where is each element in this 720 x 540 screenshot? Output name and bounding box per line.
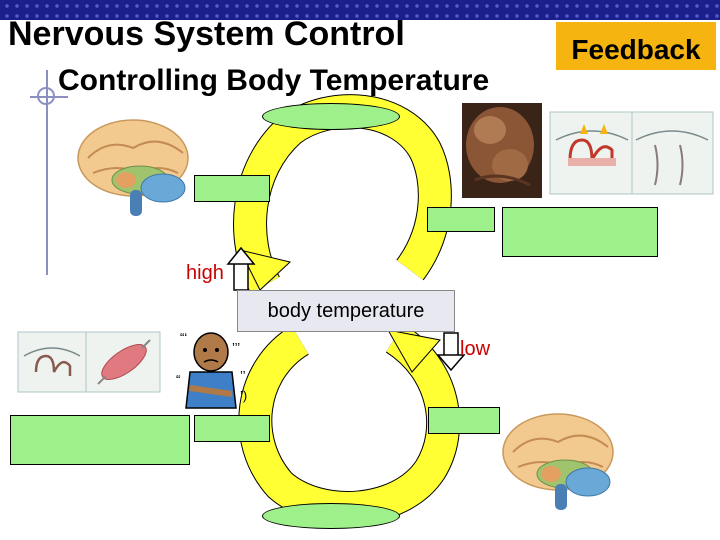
svg-text:“: “ bbox=[176, 372, 180, 387]
guide-line-vertical bbox=[46, 70, 48, 275]
brain-icon-lower bbox=[502, 413, 614, 510]
brain-icon bbox=[77, 119, 189, 216]
response-box-lower bbox=[10, 415, 190, 465]
body-temperature-box: body temperature bbox=[237, 290, 455, 332]
guide-circle bbox=[37, 87, 55, 105]
feedback-badge: Feedback bbox=[556, 22, 716, 70]
skin-muscle-icon bbox=[17, 331, 161, 393]
lower-loop-arrow bbox=[238, 323, 461, 525]
receptor-box-lower bbox=[428, 407, 500, 434]
body-temperature-label: body temperature bbox=[267, 299, 425, 322]
effector-box-upper bbox=[427, 207, 495, 232]
slide-subtitle: Controlling Body Temperature bbox=[58, 64, 490, 97]
sensor-oval-bottom bbox=[262, 503, 400, 529]
skin-vessels-icon bbox=[549, 111, 714, 195]
receptor-box-upper bbox=[194, 175, 270, 202]
feedback-badge-label: Feedback bbox=[571, 34, 701, 65]
sensor-oval-top bbox=[262, 103, 400, 130]
response-box-upper bbox=[502, 207, 658, 257]
svg-text:’): ’) bbox=[240, 388, 247, 403]
svg-text:“‘: “‘ bbox=[180, 330, 187, 345]
high-arrow bbox=[226, 246, 256, 291]
low-label: low bbox=[460, 338, 491, 360]
slide-title: Nervous System Control bbox=[8, 15, 405, 53]
svg-text:’’: ’’ bbox=[240, 368, 246, 383]
low-arrow bbox=[436, 332, 466, 372]
header-bar bbox=[0, 0, 720, 20]
shivering-person-icon: “‘ ’’’ “ ’’ ’) bbox=[176, 330, 247, 409]
effector-box-lower bbox=[194, 415, 270, 442]
svg-text:’’’: ’’’ bbox=[232, 340, 240, 355]
muscle-icon bbox=[462, 103, 542, 198]
high-label: high bbox=[186, 262, 224, 284]
